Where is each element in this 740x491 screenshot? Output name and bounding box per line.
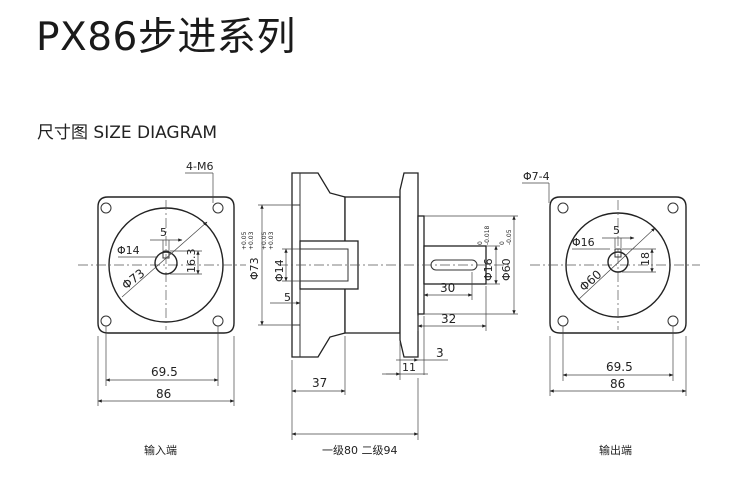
side-bore-step: 5 (284, 291, 291, 304)
input-end-view: 4-M6 5 Φ14 16.3 Φ73 69.5 86 输入端 (78, 160, 246, 457)
input-pcd-label: Φ73 (119, 266, 147, 292)
side-input-depth: 37 (312, 376, 327, 390)
output-mount-hole-tl (557, 202, 569, 214)
output-key-width: 5 (613, 224, 620, 237)
side-spigot-tol-upper: 0 (499, 241, 506, 245)
output-shaft-key (614, 248, 622, 258)
side-bore-tol-upper: +0.05 (261, 231, 268, 250)
output-shaft-label: Φ16 (572, 236, 595, 249)
input-end-caption: 输入端 (144, 443, 177, 457)
section-subtitle: 尺寸图 SIZE DIAGRAM (37, 123, 218, 143)
side-shaft-label: Φ16 (482, 258, 495, 281)
output-inner-span: 69.5 (606, 360, 633, 374)
side-shaft-length: 32 (441, 312, 456, 326)
input-key-height: 16.3 (185, 249, 198, 274)
side-section-view: Φ73 +0.05 +0.03 Φ14 +0.05 +0.03 5 Φ16 0 … (241, 172, 518, 457)
output-flange-outline (549, 196, 687, 334)
side-bore-tol-lower: +0.03 (268, 231, 275, 250)
input-bore-label: Φ14 (117, 244, 140, 257)
side-pilot-label: Φ73 (248, 257, 261, 280)
side-spigot-tol-lower: -0.05 (506, 229, 513, 245)
input-key-width: 5 (160, 226, 167, 239)
input-mount-hole-br (212, 315, 224, 327)
output-key-height: 18 (639, 252, 652, 266)
page-title: PX86步进系列 (36, 15, 296, 60)
output-mount-hole-br (667, 315, 679, 327)
input-holes-label: 4-M6 (186, 160, 213, 173)
output-outer-span: 86 (610, 377, 625, 391)
output-holes-label: Φ7-4 (523, 170, 550, 183)
side-spigot-label: Φ60 (500, 258, 513, 281)
side-shaft-tol-lower: -0.018 (484, 225, 491, 245)
side-shaft-tol-upper: 0 (477, 241, 484, 245)
input-bore (154, 251, 178, 275)
output-mount-hole-bl (557, 315, 569, 327)
side-view-caption: 一级80 二级94 (322, 444, 398, 457)
output-pcd-label: Φ60 (577, 267, 605, 294)
input-mount-hole-tl (100, 202, 112, 214)
input-mount-hole-bl (100, 315, 112, 327)
output-shaft (607, 251, 629, 273)
output-end-view: Φ7-4 5 Φ16 18 Φ60 69.5 86 输出端 (522, 170, 700, 457)
side-pilot-tol-lower: +0.03 (248, 231, 255, 250)
input-mount-hole-tr (212, 202, 224, 214)
side-key-length: 30 (440, 281, 455, 295)
side-bore-label: Φ14 (273, 259, 286, 282)
side-flange-thickness: 11 (402, 361, 416, 374)
input-inner-span: 69.5 (151, 365, 178, 379)
input-flange-outline (97, 196, 235, 334)
side-pilot-tol-upper: +0.05 (241, 231, 248, 250)
input-outer-span: 86 (156, 387, 171, 401)
output-mount-hole-tr (667, 202, 679, 214)
output-end-caption: 输出端 (599, 443, 632, 457)
side-spigot-depth: 3 (436, 346, 444, 360)
